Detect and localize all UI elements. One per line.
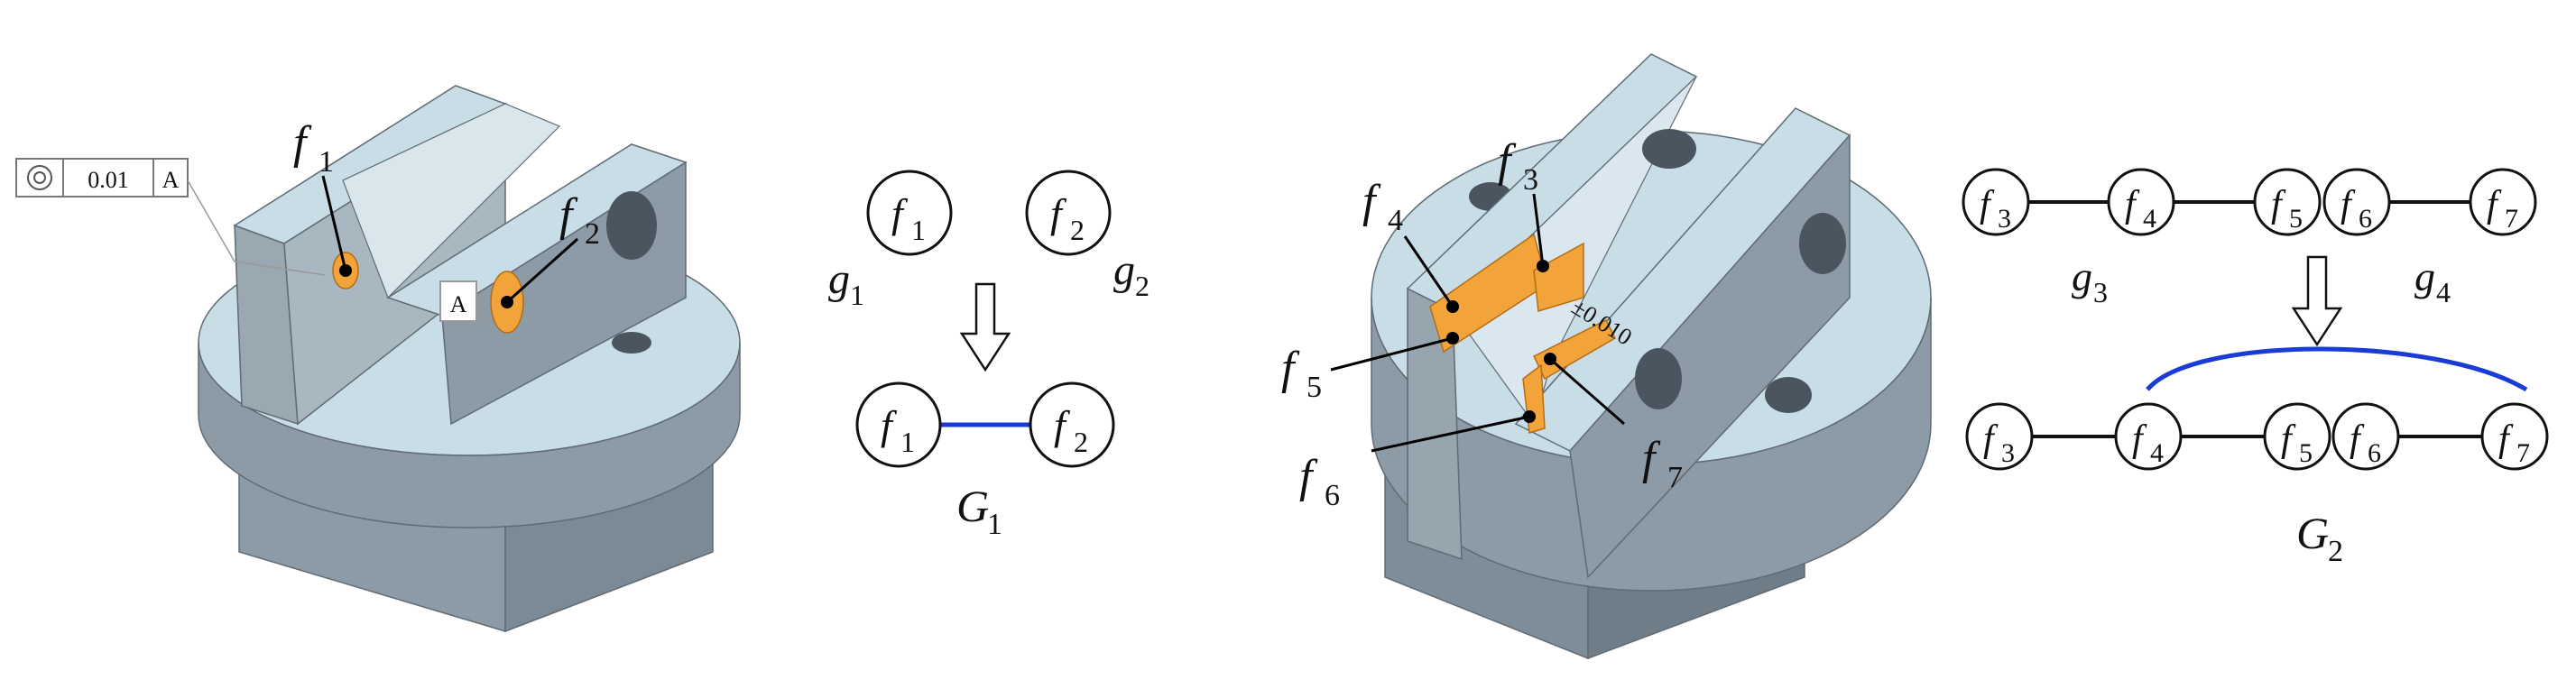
d1-node-f1-bottom: f 1 xyxy=(855,381,942,468)
callout-f2-sub: 2 xyxy=(585,217,600,251)
svg-text:2: 2 xyxy=(1074,426,1088,458)
svg-text:g: g xyxy=(2414,253,2435,299)
d1-down-arrow-icon xyxy=(959,282,1011,372)
d2-bottom-node-f5: f 5 xyxy=(2263,402,2331,471)
concentricity-icon xyxy=(27,165,52,190)
svg-text:3: 3 xyxy=(2093,276,2108,308)
svg-text:3: 3 xyxy=(1523,163,1538,197)
svg-text:5: 5 xyxy=(2289,204,2303,234)
svg-text:f: f xyxy=(1281,343,1300,394)
svg-text:G: G xyxy=(2296,508,2329,558)
svg-text:f: f xyxy=(1299,451,1318,502)
svg-text:A: A xyxy=(450,291,467,317)
part-1-model xyxy=(198,85,741,633)
part-2-model: ±0.010 xyxy=(1371,53,1932,660)
svg-text:1: 1 xyxy=(900,426,915,458)
d2-group-g3: g 3 xyxy=(2072,253,2108,308)
svg-text:7: 7 xyxy=(2516,438,2530,468)
d1-node-f2-bottom: f 2 xyxy=(1029,381,1115,468)
d2-top-node-f5: f 5 xyxy=(2253,168,2322,236)
d2-group-g4: g 4 xyxy=(2414,253,2451,308)
callout-f1-letter: f xyxy=(293,117,312,169)
svg-text:1: 1 xyxy=(850,279,864,311)
svg-text:4: 4 xyxy=(2143,204,2156,234)
svg-text:1: 1 xyxy=(987,508,1002,541)
tolerance-value: 0.01 xyxy=(88,167,129,193)
d1-result-G1: G 1 xyxy=(956,481,1002,541)
d2-bottom-node-f6: f 6 xyxy=(2331,402,2400,471)
d2-bottom-node-f3: f 3 xyxy=(1965,402,2034,471)
d1-group-g1: g 1 xyxy=(828,255,864,311)
diagram-1: f 1 f 2 g 1 g 2 f 1 f 2 G 1 xyxy=(828,170,1150,541)
svg-text:3: 3 xyxy=(2001,438,2015,468)
svg-text:G: G xyxy=(956,481,989,531)
svg-text:4: 4 xyxy=(2150,438,2164,468)
d1-node-f1-top: f 1 xyxy=(866,170,953,256)
svg-text:5: 5 xyxy=(2299,438,2313,468)
svg-text:4: 4 xyxy=(1388,204,1403,237)
tolerance-datum: A xyxy=(162,167,180,193)
svg-text:6: 6 xyxy=(2359,204,2372,234)
svg-text:6: 6 xyxy=(1325,479,1340,512)
d2-top-node-f6: f 6 xyxy=(2322,168,2391,236)
d2-edge-f4-f7 xyxy=(2146,346,2528,392)
svg-text:g: g xyxy=(1113,246,1135,294)
svg-text:7: 7 xyxy=(2505,204,2518,234)
d2-top-node-f3: f 3 xyxy=(1962,168,2030,236)
svg-text:6: 6 xyxy=(2368,438,2381,468)
d2-bottom-node-f7: f 7 xyxy=(2480,402,2549,471)
d2-down-arrow-icon xyxy=(2291,255,2343,347)
d2-result-G2: G 2 xyxy=(2296,508,2343,568)
svg-text:2: 2 xyxy=(2328,535,2343,568)
svg-text:2: 2 xyxy=(1135,270,1150,302)
diagram-2: f 3 f 4 f 5 f 6 f 7 g 3 g 4 xyxy=(1962,168,2549,568)
svg-text:g: g xyxy=(2072,253,2092,299)
d1-group-g2: g 2 xyxy=(1113,246,1150,302)
svg-text:7: 7 xyxy=(1667,461,1683,494)
svg-text:f: f xyxy=(1362,176,1381,227)
d2-top-node-f7: f 7 xyxy=(2469,168,2537,236)
datum-tag: A xyxy=(439,280,477,322)
d2-bottom-node-f4: f 4 xyxy=(2114,402,2183,471)
tolerance-frame: 0.01 A xyxy=(15,158,326,276)
svg-text:2: 2 xyxy=(1070,214,1085,246)
svg-text:g: g xyxy=(828,255,850,303)
svg-text:3: 3 xyxy=(1998,204,2011,234)
svg-text:5: 5 xyxy=(1306,371,1322,404)
face-f3-highlight xyxy=(1533,242,1584,312)
d1-node-f2-top: f 2 xyxy=(1025,170,1112,256)
svg-text:4: 4 xyxy=(2436,276,2451,308)
d2-top-node-f4: f 4 xyxy=(2107,168,2175,236)
callout-f1-sub: 1 xyxy=(319,145,334,179)
svg-text:1: 1 xyxy=(911,214,926,246)
